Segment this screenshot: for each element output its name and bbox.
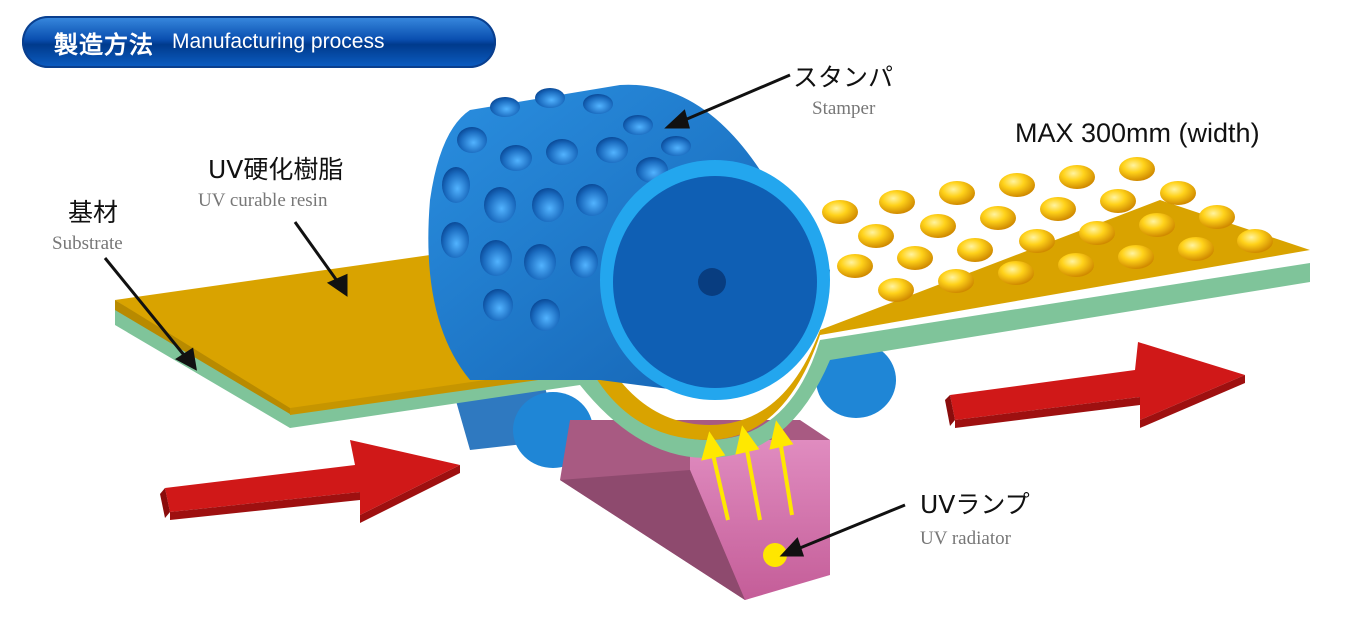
stamper-label-en: Stamper — [812, 98, 876, 119]
roller-axle — [698, 268, 726, 296]
leader-lines — [103, 73, 906, 557]
feed-arrow-left — [160, 440, 460, 523]
uv-lamp-block — [560, 420, 830, 600]
output-arrow-right — [945, 342, 1245, 428]
resin-label-jp: UV硬化樹脂 — [208, 155, 344, 184]
substrate-label-jp: 基材 — [68, 198, 119, 227]
resin-leader — [293, 221, 342, 286]
substrate-layer — [115, 263, 1310, 459]
substrate-leader — [103, 257, 190, 361]
lamp-leader — [794, 503, 906, 552]
right-support-roller — [816, 342, 896, 418]
lamp-label-jp: UVランプ — [920, 490, 1030, 519]
max-width-label: MAX 300mm (width) — [1015, 118, 1260, 148]
substrate-label-en: Substrate — [52, 233, 123, 254]
lamp-label-en: UV radiator — [920, 528, 1011, 549]
resin-label-en: UV curable resin — [198, 190, 328, 211]
stamper-label-jp: スタンパ — [793, 63, 894, 92]
uv-rays — [701, 420, 794, 521]
header-title-en: Manufacturing process — [172, 30, 385, 53]
header-title-jp: 製造方法 — [54, 30, 154, 59]
header-banner: 製造方法 Manufacturing process — [22, 16, 496, 68]
roller-dimples — [441, 88, 691, 331]
stamper-roller — [428, 84, 830, 400]
resin-layer — [115, 200, 1310, 440]
resin-bumps — [822, 157, 1273, 302]
uv-lamp-source-icon — [763, 543, 787, 567]
stamper-leader — [679, 73, 791, 124]
